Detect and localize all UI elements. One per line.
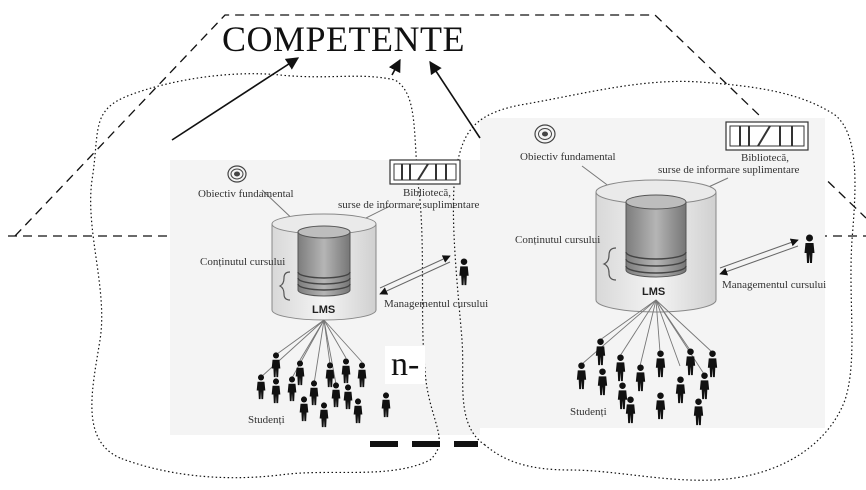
arrow-middle [388, 58, 401, 76]
dashed-trapezoid [14, 14, 866, 237]
library-label-left: Bibliotecă, [403, 187, 451, 199]
students-label-left: Studenți [248, 414, 285, 426]
lms-label-right: LMS [642, 286, 666, 298]
lms-cylinder-right [595, 179, 717, 313]
content-brace-right [602, 247, 617, 281]
objective-icon-left [227, 165, 247, 183]
library-label-right: Bibliotecă, [741, 152, 789, 164]
dotted-cloud-right [452, 80, 856, 481]
dotted-cloud-left [90, 73, 440, 479]
content-label-right: Conținutul cursului [515, 234, 601, 246]
lms-cylinder-left [271, 213, 377, 321]
arrow-left [171, 57, 300, 141]
objective-label-right: Obiectiv fundamental [520, 151, 616, 163]
n-label: n- [385, 346, 426, 384]
lms-label-left: LMS [312, 304, 336, 316]
diagram-title: COMPETENTE [222, 19, 465, 59]
library-sub-label-right: surse de informare suplimentare [658, 164, 800, 176]
management-label-right: Managementul cursului [722, 279, 827, 291]
content-label-left: Conținutul cursului [200, 256, 286, 268]
arrow-right [429, 60, 481, 139]
objective-icon-right [534, 124, 556, 144]
panel-right-graphics [534, 121, 815, 426]
library-icon-right [725, 121, 809, 151]
objective-label-left: Obiectiv fundamental [198, 188, 294, 200]
content-brace-left [278, 271, 291, 301]
library-sub-label-left: surse de informare suplimentare [338, 199, 480, 211]
student-links-right [581, 299, 713, 375]
panel-left-graphics [227, 159, 469, 428]
library-icon-left [389, 159, 461, 185]
management-label-left: Managementul cursului [384, 298, 489, 310]
students-label-right: Studenți [570, 406, 607, 418]
